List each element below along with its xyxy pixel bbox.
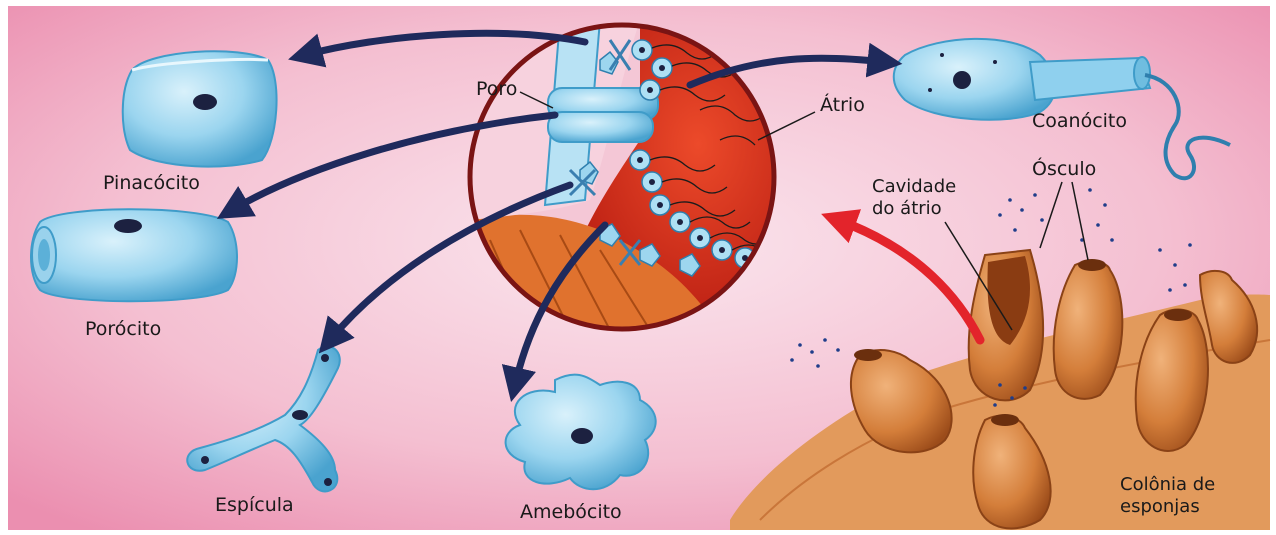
label-poro: Poro [476, 78, 517, 100]
label-coanocito: Coanócito [1032, 110, 1127, 132]
label-espicula: Espícula [215, 494, 294, 516]
label-porocito: Porócito [85, 318, 161, 340]
porocyte-cell [31, 209, 237, 301]
pinacocyte-cell [123, 51, 277, 166]
label-pinacocito: Pinacócito [103, 172, 200, 194]
label-colonia-de-esponjas: Colônia de esponjas [1120, 474, 1215, 518]
label-atrio: Átrio [820, 94, 865, 116]
label-amebocito: Amebócito [520, 501, 622, 523]
label-osculo: Ósculo [1032, 158, 1096, 180]
label-cavidade-do-atrio: Cavidade do átrio [872, 176, 956, 220]
